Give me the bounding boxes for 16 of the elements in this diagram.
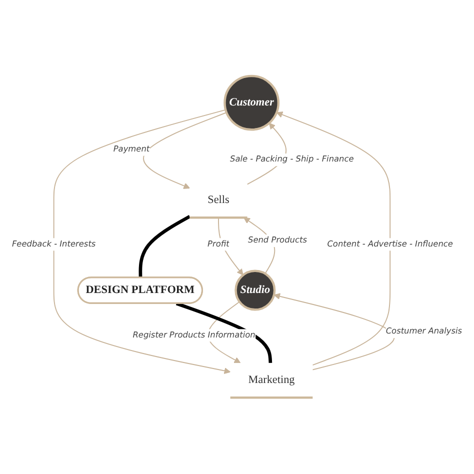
edge-label: Payment	[113, 144, 150, 154]
edge-label: Sale - Packing - Ship - Finance	[230, 154, 354, 164]
arrow	[143, 112, 228, 190]
arrow	[53, 110, 231, 374]
edge-label: Profit	[208, 239, 230, 249]
arrow	[276, 112, 391, 366]
edge-label: Register Products Information	[132, 330, 256, 340]
arrow	[274, 293, 395, 370]
edge-label: Send Products	[248, 235, 307, 246]
edge-label: Costumer Analysis	[386, 326, 462, 336]
node-circle: Studio	[234, 270, 276, 311]
edge-label: Feedback - Interests	[12, 239, 96, 249]
connector	[138, 215, 191, 278]
arrow	[218, 217, 244, 276]
edge-label: Content - Advertise - Influence	[327, 239, 453, 249]
node-circle: Customer	[224, 75, 280, 131]
